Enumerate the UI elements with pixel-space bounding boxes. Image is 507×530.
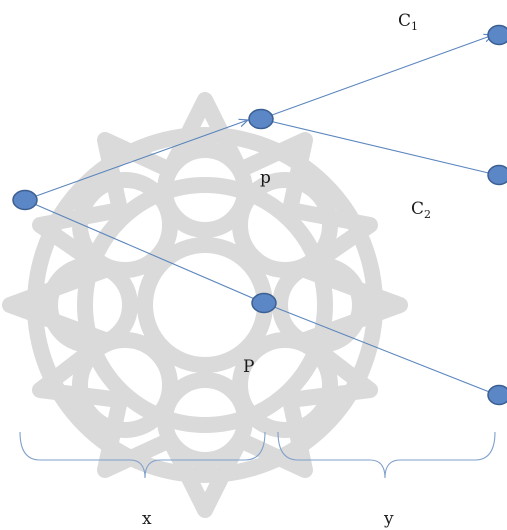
- edge-P-to-end: [263, 302, 498, 396]
- edge-p-to-c2: [260, 118, 498, 176]
- edge-root-to-P: [24, 199, 265, 304]
- watermark-ornament: [2, 92, 408, 518]
- tree-edges: [24, 35, 498, 396]
- brace-y: [277, 431, 496, 479]
- edge-p-to-c1: [260, 35, 493, 120]
- root-node: [12, 189, 38, 211]
- node-P: [251, 292, 277, 314]
- label-c2: C2: [411, 199, 431, 221]
- label-c1: C1: [398, 11, 418, 33]
- node-p: [248, 108, 274, 130]
- node-c1: [487, 24, 507, 46]
- label-P-upper: P: [243, 357, 254, 377]
- label-p-lower: p: [260, 168, 271, 188]
- brace-x: [19, 431, 266, 479]
- edge-root-to-p: [24, 120, 248, 201]
- label-x: x: [142, 509, 152, 529]
- node-c2-branch: [487, 164, 507, 186]
- tree-nodes: [12, 24, 507, 406]
- node-lower-end: [487, 384, 507, 406]
- label-y: y: [383, 509, 394, 529]
